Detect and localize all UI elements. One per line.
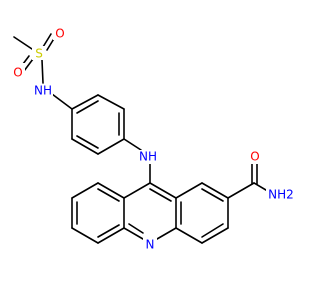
amide-nh2-bg [266,188,296,202]
acr-c9-c8a-dbl [149,188,172,202]
sulfonyl-oxygen-left: O [13,66,22,80]
ring1-double-3 [76,135,99,149]
left-ring-1 [97,182,125,199]
bond-ring-amide-c [227,182,255,199]
bond-s-o2-a [42,33,52,48]
bond-nh-ring1 [51,93,73,110]
right-ring-1 [175,182,203,199]
ring1-bond-1 [71,94,99,110]
right-ring-5 [175,227,203,244]
right-ring-dbl-1 [201,188,224,202]
sulfonamide-nh: NH [34,84,52,98]
right-ring-dbl-2 [201,223,224,238]
bond-s-nh [41,59,44,84]
left-ring-4 [71,227,99,244]
nh2-bg [137,150,157,164]
ring1-double-1 [76,100,99,114]
right-ring-4 [201,227,229,244]
left-ring-2 [71,182,99,199]
molecule-diagram: O S O NH NH O NH2 N [11,26,296,252]
left-ring-dbl-3 [97,224,120,238]
structure-svg: O S O NH NH O NH2 N [11,26,296,252]
bond-s-o1-b [23,58,34,72]
left-ring-5 [97,227,125,244]
amide-o-bg [248,150,262,164]
amide-oxygen: O [250,150,259,164]
ring1-bond-5 [71,138,99,155]
sulfonyl-oxygen-top: O [55,27,64,41]
nh1-bg [33,84,53,98]
acr-c10a-n [156,227,177,240]
acr-c9-c9a [123,182,151,199]
acr-c4a-n-dbl [128,223,144,234]
acr-c4a-n [123,227,144,240]
bond-methyl-s [13,36,36,52]
ring1-bond-4 [97,138,125,155]
ring1-bond-2 [97,94,125,110]
o1-bg [11,63,25,77]
acridine-nitrogen: N [146,238,155,252]
bond-ring1-amine [123,138,142,151]
left-ring-dbl-1 [97,188,120,202]
o2-bg [53,26,67,40]
amine-nh: NH [139,150,157,164]
acr-c9-c8a [149,182,177,199]
right-ring-2 [201,182,229,199]
s-bg [32,46,46,60]
ring-n-bg [143,237,157,251]
amide-nh2: NH2 [268,188,294,202]
sulfonyl-sulfur: S [35,47,43,61]
